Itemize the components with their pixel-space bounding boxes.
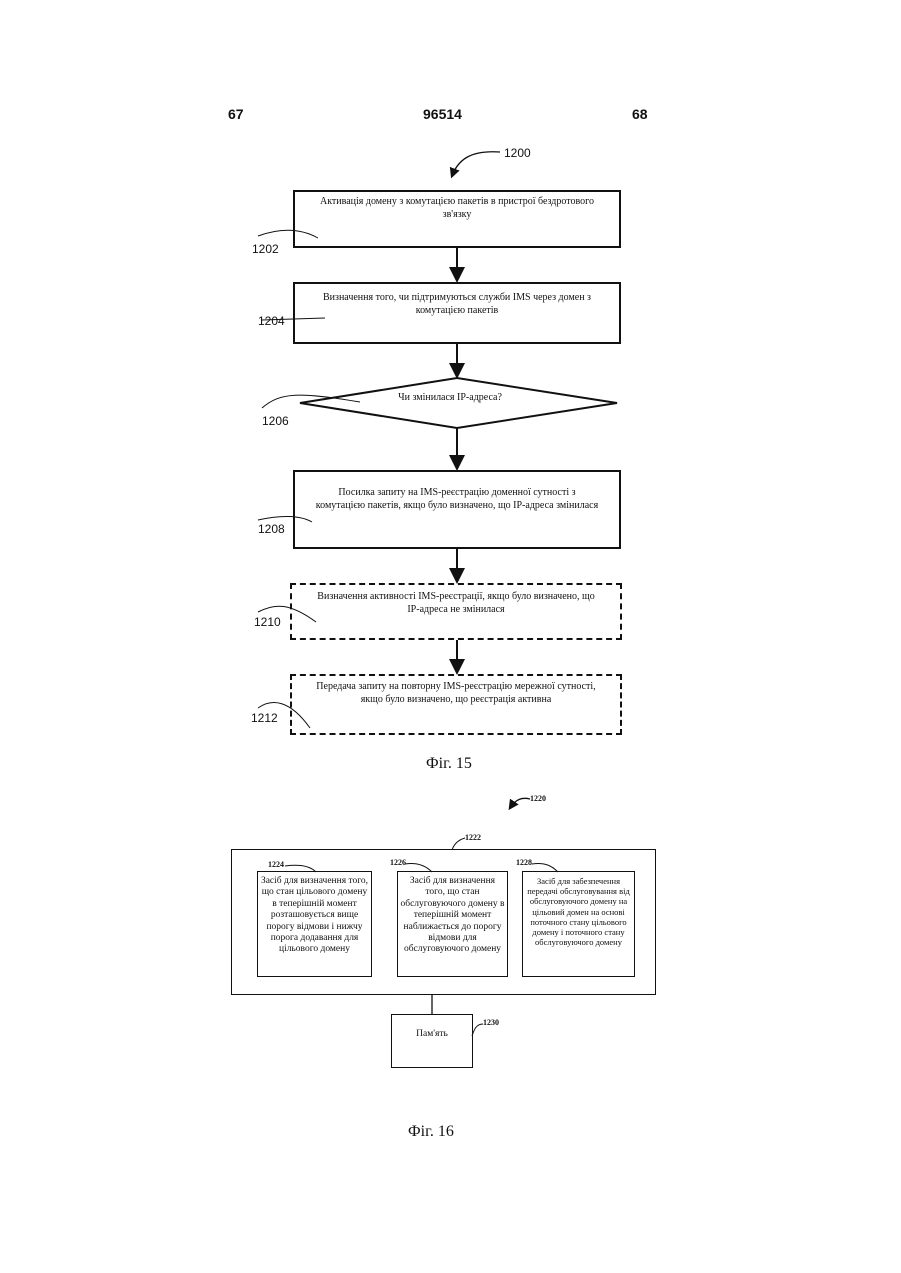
step-1212-box: Передача запиту на повторну IMS-реєстрац… (290, 674, 622, 735)
module-1228-box: Засіб для забезпечення передачі обслугов… (522, 871, 635, 977)
step-1206-ref: 1206 (262, 414, 289, 428)
step-1202-ref: 1202 (252, 242, 279, 256)
memory-text: Пам'ять (416, 1029, 448, 1039)
module-1224-text: Засіб для визначення того, що стан цільо… (261, 876, 368, 954)
patent-number: 96514 (423, 106, 462, 122)
module-1228-text: Засіб для забезпечення передачі обслугов… (527, 876, 630, 947)
fig15-ref: 1200 (504, 146, 531, 160)
step-1206-text: Чи змінилася IP-адреса? (350, 392, 550, 403)
step-1202-box: Активація домену з комутацією пакетів в … (293, 190, 621, 248)
page-number-left: 67 (228, 106, 244, 122)
module-1226-ref: 1226 (390, 858, 406, 867)
memory-box: Пам'ять (391, 1014, 473, 1068)
step-1204-ref: 1204 (258, 314, 285, 328)
step-1210-ref: 1210 (254, 615, 281, 629)
page-number-right: 68 (632, 106, 648, 122)
fig16-caption: Фіг. 16 (408, 1123, 454, 1141)
step-1208-box: Посилка запиту на IMS-реєстрацію доменно… (293, 470, 621, 549)
step-1212-text: Передача запиту на повторну IMS-реєстрац… (292, 681, 620, 706)
fig15-caption: Фіг. 15 (426, 755, 472, 773)
fig16-ref: 1220 (530, 794, 546, 803)
step-1208-ref: 1208 (258, 522, 285, 536)
module-1226-box: Засіб для визначення того, що стан обслу… (397, 871, 508, 977)
step-1210-box: Визначення активності IMS-реєстрації, як… (290, 583, 622, 640)
step-1210-text: Визначення активності IMS-реєстрації, як… (292, 591, 620, 616)
module-1224-ref: 1224 (268, 860, 284, 869)
step-1204-box: Визначення того, чи підтримуються служби… (293, 282, 621, 344)
memory-ref: 1230 (483, 1018, 499, 1027)
step-1202-text: Активація домену з комутацією пакетів в … (295, 196, 619, 221)
outer-box-ref: 1222 (465, 833, 481, 842)
step-1212-ref: 1212 (251, 711, 278, 725)
module-1228-ref: 1228 (516, 858, 532, 867)
step-1204-text: Визначення того, чи підтримуються служби… (295, 292, 619, 317)
step-1208-text: Посилка запиту на IMS-реєстрацію доменно… (295, 487, 619, 512)
module-1224-box: Засіб для визначення того, що стан цільо… (257, 871, 372, 977)
module-1226-text: Засіб для визначення того, що стан обслу… (401, 876, 505, 954)
